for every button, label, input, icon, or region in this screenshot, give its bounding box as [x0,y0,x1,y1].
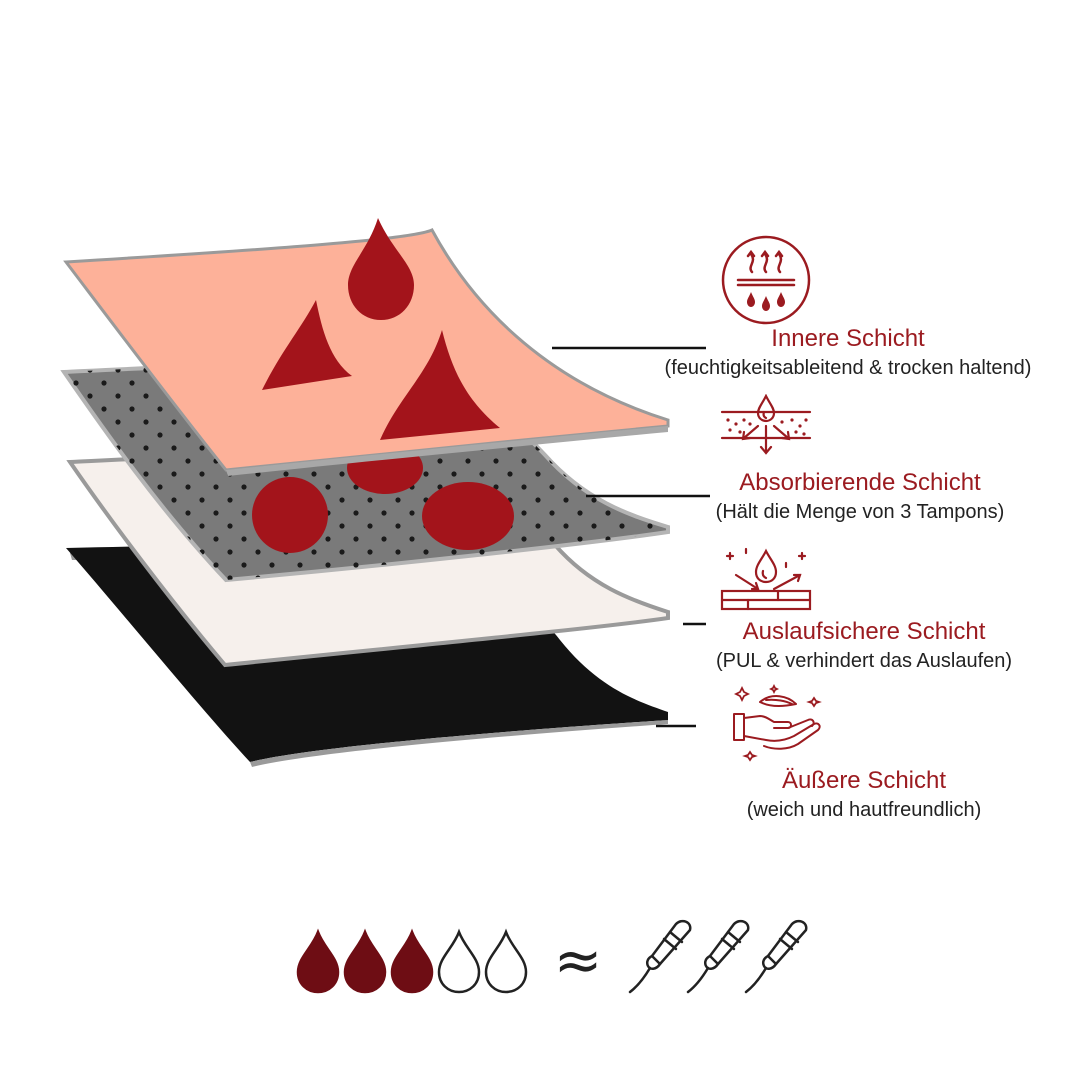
filled-drop-icon [296,928,340,994]
label-leakproof-layer: Auslaufsichere Schicht (PUL & verhindert… [644,617,1080,675]
rating-tampons [628,919,808,994]
layer-title: Absorbierende Schicht [739,469,981,496]
rating-drops [296,928,528,994]
layer-title: Äußere Schicht [781,767,947,794]
blood-drop-icon [348,218,414,320]
filled-drop-icon [343,928,387,994]
label-inner-layer: Innere Schicht (feuchtigkeitsableitend &… [620,324,1076,382]
tampon-icon [628,919,692,994]
layer-title: Innere Schicht [771,325,925,352]
absorbed-spot [422,482,514,550]
absorption-icon [720,394,812,455]
empty-drop-icon [484,928,528,994]
approx-symbol: ≈ [554,926,603,994]
leakproof-icon [720,547,812,611]
layer-subtitle: (Hält die Menge von 3 Tampons) [715,501,1005,523]
absorbed-spot [252,477,328,553]
soft-hand-icon [733,684,822,762]
empty-drop-icon [437,928,481,994]
tampon-icon [686,919,750,994]
blood-drop-icon [380,330,500,440]
layer-subtitle: (weich und hautfreundlich) [746,799,982,821]
label-outer-layer: Äußere Schicht (weich und hautfreundlich… [644,766,1080,824]
layer-subtitle: (PUL & verhindert das Auslaufen) [715,650,1013,672]
absorbency-rating: ≈ [296,919,808,994]
label-absorbent-layer: Absorbierende Schicht (Hält die Menge vo… [640,468,1080,526]
inner-layer [63,218,670,476]
blood-drop-icon [262,300,352,390]
layer-subtitle: (feuchtigkeitsableitend & trocken halten… [664,357,1032,379]
layer-title: Auslaufsichere Schicht [742,618,986,645]
filled-drop-icon [390,928,434,994]
tampon-icon [744,919,808,994]
wicking-icon [721,235,811,325]
